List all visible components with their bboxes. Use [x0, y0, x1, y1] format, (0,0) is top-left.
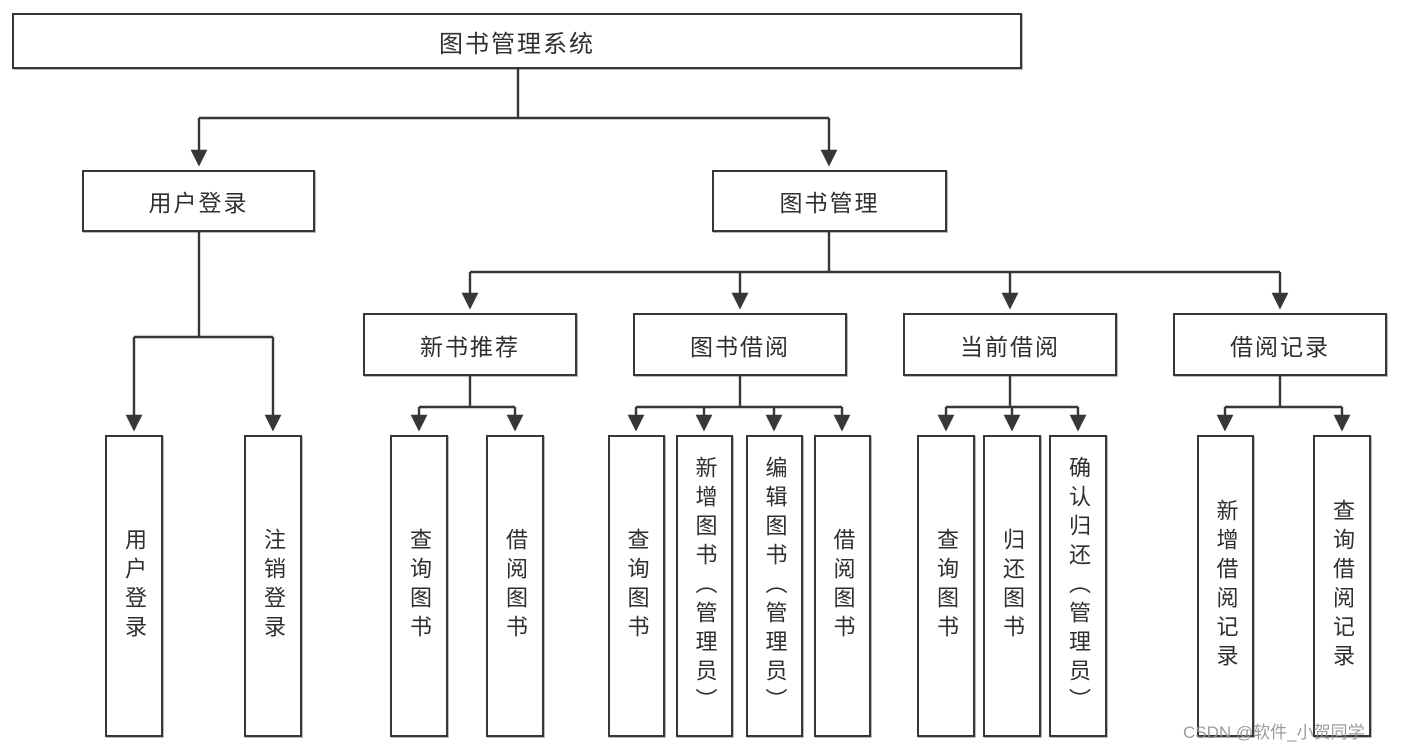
connector-root-split	[199, 69, 829, 120]
leaf-query-book-current: 查询图书	[917, 435, 975, 737]
leaf-query-borrow-record: 查询借阅记录	[1313, 435, 1371, 737]
node-book-borrow: 图书借阅	[633, 313, 847, 376]
node-current-borrow: 当前借阅	[903, 313, 1117, 376]
node-user-login: 用户登录	[82, 170, 315, 232]
node-borrow-record: 借阅记录	[1173, 313, 1387, 376]
connector-book-borrow-split	[636, 376, 842, 409]
leaf-query-book-borrow: 查询图书	[608, 435, 665, 737]
leaf-query-book-recommend: 查询图书	[390, 435, 448, 737]
leaf-confirm-return-admin: 确认归还（管理员）	[1049, 435, 1107, 737]
leaf-borrow-book: 借阅图书	[814, 435, 871, 737]
leaf-add-book-admin: 新增图书（管理员）	[676, 435, 733, 737]
leaf-add-borrow-record: 新增借阅记录	[1197, 435, 1254, 737]
node-book-management: 图书管理	[712, 170, 947, 232]
connector-book-mgmt-split	[470, 232, 1280, 274]
connector-user-login-split	[134, 232, 273, 339]
connector-borrow-record-split	[1225, 376, 1342, 409]
node-root-library-system: 图书管理系统	[12, 13, 1022, 69]
leaf-borrow-book-recommend: 借阅图书	[486, 435, 544, 737]
leaf-logout: 注销登录	[244, 435, 302, 737]
csdn-watermark: CSDN @软件_小贺同学	[1183, 723, 1365, 742]
leaf-return-book: 归还图书	[983, 435, 1041, 737]
leaf-user-login: 用户登录	[105, 435, 163, 737]
node-new-book-recommend: 新书推荐	[363, 313, 577, 376]
connector-new-book-rec-split	[419, 376, 515, 409]
connector-current-borrow-split	[946, 376, 1078, 409]
leaf-edit-book-admin: 编辑图书（管理员）	[746, 435, 803, 737]
